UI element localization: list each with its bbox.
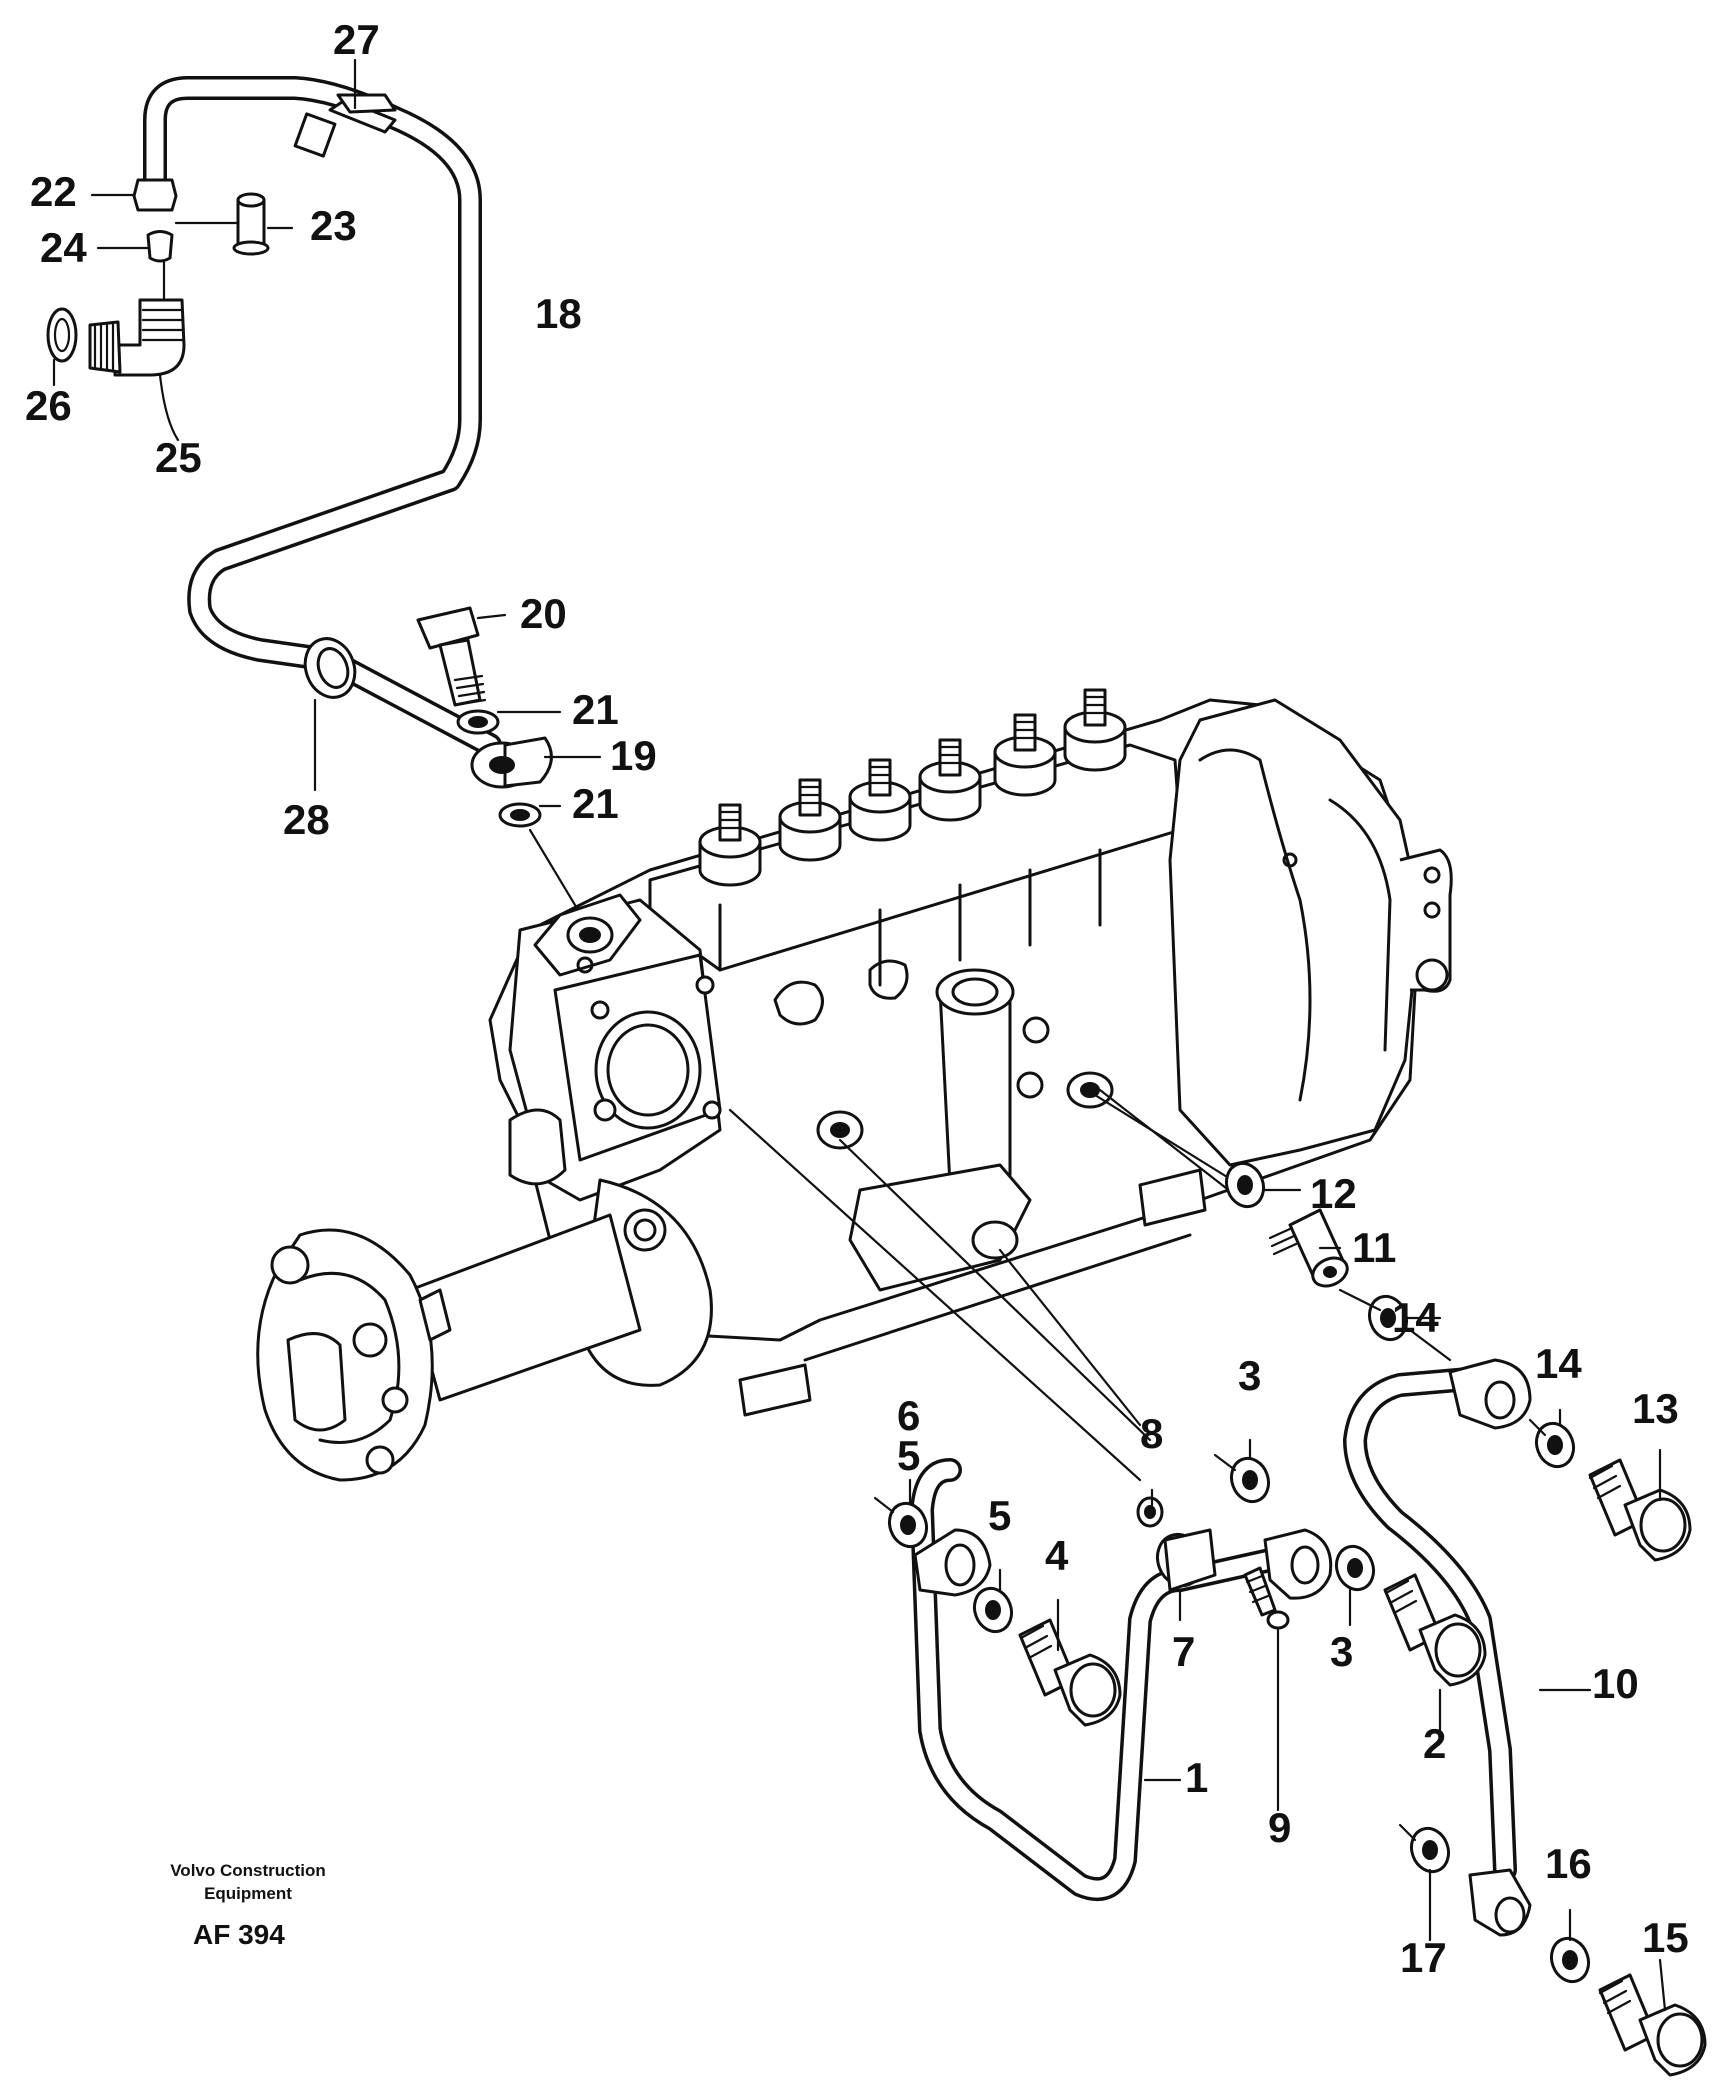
delivery-valves xyxy=(698,688,1127,887)
callout-23: 23 xyxy=(310,202,357,249)
callout-3-bottom: 3 xyxy=(1330,1628,1353,1675)
callout-12: 12 xyxy=(1310,1170,1357,1217)
callout-5-left: 5 xyxy=(897,1432,920,1479)
company-name-line2: Equipment xyxy=(204,1884,292,1903)
callout-19: 19 xyxy=(610,732,657,779)
footer: Volvo Construction Equipment AF 394 xyxy=(170,1861,326,1950)
fittings-13-14 xyxy=(1528,1408,1692,1562)
callout-7: 7 xyxy=(1172,1628,1195,1675)
pipe-18 xyxy=(143,76,502,757)
fittings-4-5-6 xyxy=(873,1478,1122,1727)
clamp-28 xyxy=(303,637,357,792)
fittings-11-12-14 xyxy=(1224,1161,1452,1362)
callout-27: 27 xyxy=(333,16,380,63)
callout-28: 28 xyxy=(283,796,330,843)
callout-16: 16 xyxy=(1545,1840,1592,1887)
callout-21-top: 21 xyxy=(572,686,619,733)
fittings-22-26 xyxy=(46,178,294,442)
callout-15: 15 xyxy=(1642,1914,1689,1961)
assembly-leader-lines xyxy=(728,1088,1242,1482)
fittings-15-16-17 xyxy=(1398,1823,1707,2077)
drive-flange xyxy=(256,1178,713,1482)
callout-4: 4 xyxy=(1045,1532,1069,1579)
callout-14-mid: 14 xyxy=(1392,1294,1439,1341)
callout-13: 13 xyxy=(1632,1385,1679,1432)
callout-11: 11 xyxy=(1352,1224,1396,1271)
pipe-10 xyxy=(1343,1358,1592,1937)
callout-22: 22 xyxy=(30,168,77,215)
callout-2: 2 xyxy=(1423,1720,1446,1767)
fittings-2-3 xyxy=(1213,1438,1487,1742)
banjo-bolt-group-19-21 xyxy=(416,606,602,932)
callout-5-right: 5 xyxy=(988,1492,1011,1539)
callout-8: 8 xyxy=(1140,1410,1163,1457)
figure-code: AF 394 xyxy=(193,1919,285,1950)
callout-17: 17 xyxy=(1400,1934,1447,1981)
callout-3-top: 3 xyxy=(1238,1352,1261,1399)
callout-21-bottom: 21 xyxy=(572,780,619,827)
callout-20: 20 xyxy=(520,590,567,637)
callout-10: 10 xyxy=(1592,1660,1639,1707)
pipe-1 xyxy=(910,1458,1333,1901)
company-name-line1: Volvo Construction xyxy=(170,1861,326,1880)
callout-1: 1 xyxy=(1185,1754,1208,1801)
callout-9: 9 xyxy=(1268,1804,1291,1851)
callout-18: 18 xyxy=(535,290,582,337)
clip-7-screw-9 xyxy=(1136,1488,1290,1812)
clip-27 xyxy=(293,58,397,158)
callout-14-right: 14 xyxy=(1535,1340,1582,1387)
callout-6: 6 xyxy=(897,1392,920,1439)
callout-26: 26 xyxy=(25,382,72,429)
callout-25: 25 xyxy=(155,434,202,481)
callout-24: 24 xyxy=(40,224,87,271)
part-callouts: 27 22 23 24 18 26 25 20 21 19 21 28 12 1… xyxy=(25,16,1689,1981)
injection-pump-body xyxy=(488,688,1453,1417)
